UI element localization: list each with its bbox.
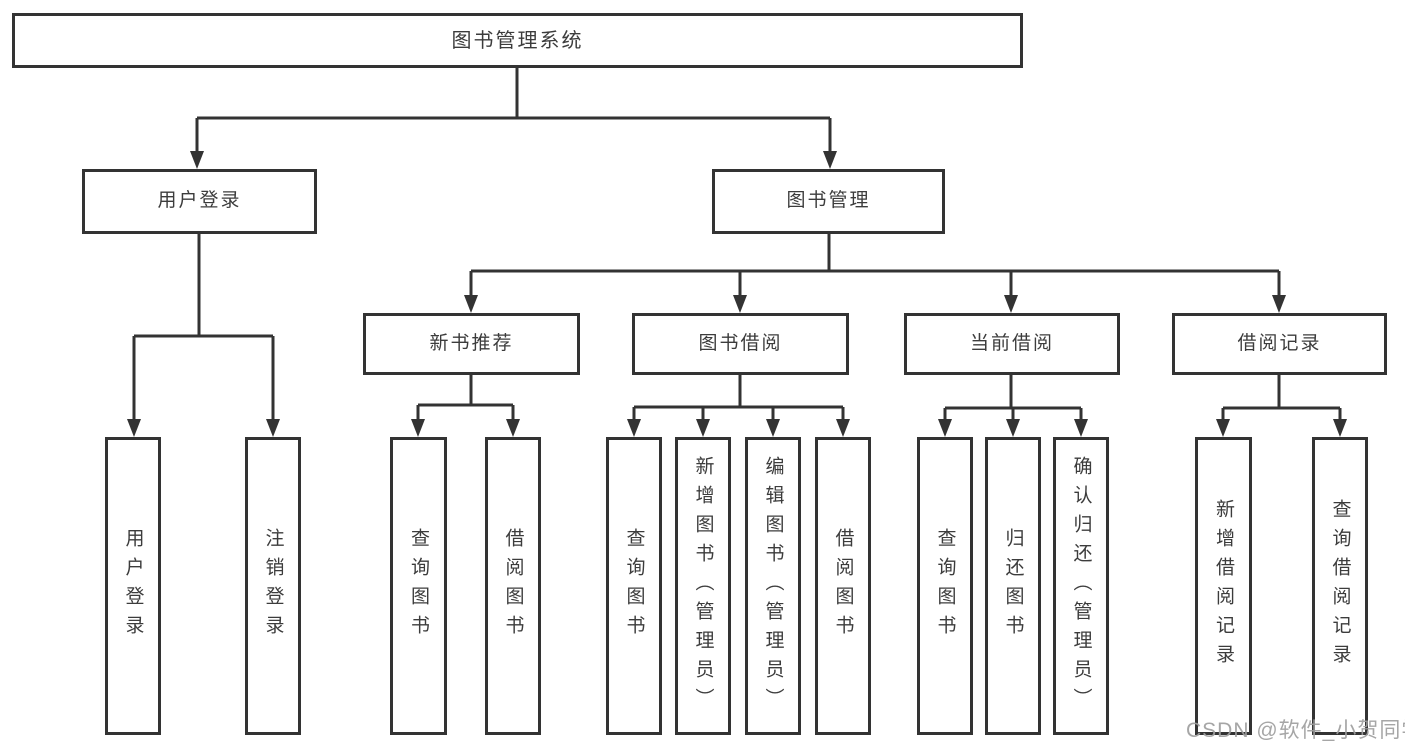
leaf-return-book: 归还图书 xyxy=(985,437,1041,735)
node-borrowing-records: 借阅记录 xyxy=(1172,313,1387,375)
node-library-management-system: 图书管理系统 xyxy=(12,13,1023,68)
leaf-add-book-admin: 新增图书（管理员） xyxy=(675,437,731,735)
leaf-logout: 注销登录 xyxy=(245,437,301,735)
leaf-confirm-return-admin: 确认归还（管理员） xyxy=(1053,437,1109,735)
leaf-borrow-books-recommend: 借阅图书 xyxy=(485,437,541,735)
csdn-watermark: CSDN @软件_小贺同学 xyxy=(1186,719,1405,742)
node-book-borrowing: 图书借阅 xyxy=(632,313,849,375)
leaf-user-login: 用户登录 xyxy=(105,437,161,735)
node-user-login: 用户登录 xyxy=(82,169,317,234)
node-new-book-recommendation: 新书推荐 xyxy=(363,313,580,375)
leaf-query-borrow-record: 查询借阅记录 xyxy=(1312,437,1368,735)
leaf-add-borrow-record: 新增借阅记录 xyxy=(1195,437,1252,735)
leaf-query-books-borrowing: 查询图书 xyxy=(606,437,662,735)
leaf-query-books-recommend: 查询图书 xyxy=(390,437,447,735)
leaf-borrow-books-borrowing: 借阅图书 xyxy=(815,437,871,735)
node-book-management: 图书管理 xyxy=(712,169,945,234)
leaf-edit-book-admin: 编辑图书（管理员） xyxy=(745,437,801,735)
leaf-query-books-current: 查询图书 xyxy=(917,437,973,735)
node-current-borrowing: 当前借阅 xyxy=(904,313,1120,375)
